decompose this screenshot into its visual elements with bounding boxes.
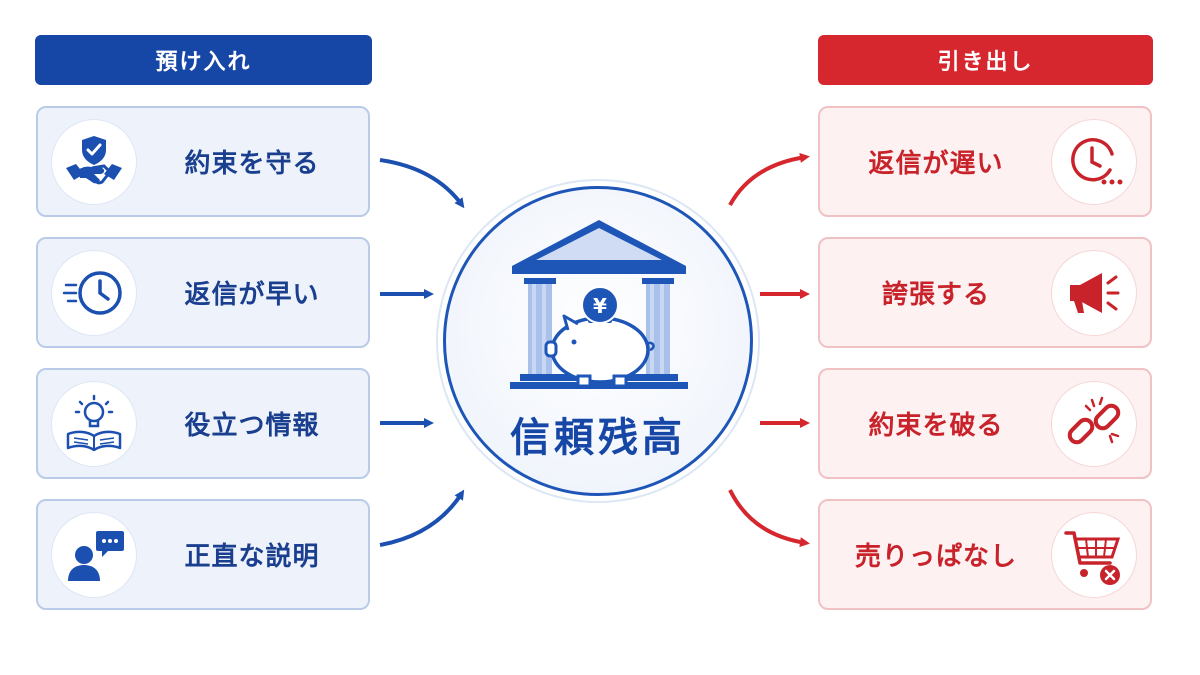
withdrawal-arrow-4 xyxy=(728,489,810,548)
deposit-item-honest-explanation: 正直な説明 xyxy=(36,499,370,610)
deposit-item-label: 約束を守る xyxy=(184,149,320,179)
person-speech-icon xyxy=(52,512,136,597)
trust-balance-title: 信頼残高 xyxy=(510,415,686,461)
slow-clock-icon xyxy=(1052,119,1136,204)
cart-cancel-icon xyxy=(1052,512,1136,597)
withdrawal-item-label: 売りっぱなし xyxy=(854,542,1017,572)
withdrawal-arrow-1 xyxy=(728,152,810,206)
coin-symbol: ¥ xyxy=(593,294,607,318)
deposit-header: 預け入れ xyxy=(35,35,372,85)
megaphone-icon xyxy=(1052,250,1136,335)
withdrawal-header: 引き出し xyxy=(818,35,1153,85)
broken-chain-icon xyxy=(1052,381,1136,466)
withdrawal-item-break-promise: 約束を破る xyxy=(818,368,1152,479)
deposit-arrow-1 xyxy=(379,158,465,209)
deposit-arrow-4 xyxy=(379,489,465,547)
fast-clock-icon xyxy=(52,250,136,335)
deposit-item-label: 正直な説明 xyxy=(184,542,320,572)
deposit-item-label: 役立つ情報 xyxy=(184,411,320,441)
withdrawal-item-sell-and-forget: 売りっぱなし xyxy=(818,499,1152,610)
deposit-item-label: 返信が早い xyxy=(184,280,320,310)
deposit-item-keep-promise: 約束を守る xyxy=(36,106,370,217)
withdrawal-item-exaggerate: 誇張する xyxy=(818,237,1152,348)
withdrawal-item-label: 返信が遅い xyxy=(868,149,1004,179)
lightbulb-book-icon xyxy=(52,381,136,466)
handshake-shield-icon xyxy=(52,119,136,204)
withdrawal-item-label: 約束を破る xyxy=(868,411,1004,441)
deposit-item-quick-reply: 返信が早い xyxy=(36,237,370,348)
withdrawal-item-label: 誇張する xyxy=(881,280,990,310)
withdrawal-item-slow-reply: 返信が遅い xyxy=(818,106,1152,217)
deposit-item-useful-info: 役立つ情報 xyxy=(36,368,370,479)
